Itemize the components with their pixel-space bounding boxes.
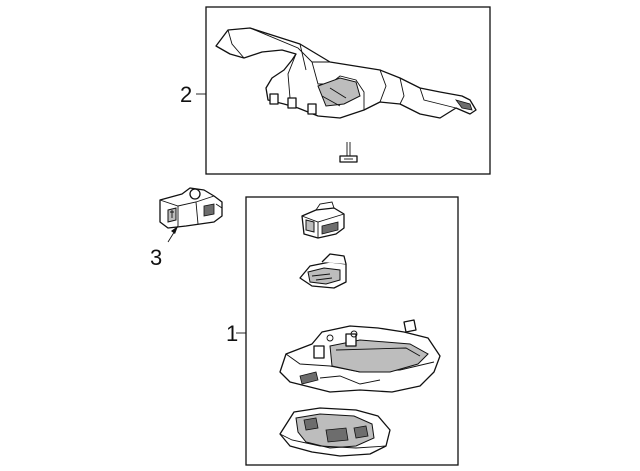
lower-bezel-drawing: [279, 407, 391, 457]
console-bracket-drawing: [215, 27, 477, 119]
console-housing-drawing: [279, 319, 441, 393]
lens-cover-drawing: [299, 253, 347, 289]
callout-1: 1: [226, 321, 238, 346]
callout-3: 3: [150, 245, 162, 270]
part-3-arrow-icon: [171, 226, 178, 234]
part-2-group-box: [205, 6, 491, 175]
part-3-sensor-drawing: [159, 187, 223, 229]
screw-drawing: [339, 142, 358, 163]
callout-2: 2: [180, 82, 192, 107]
part-1-group-box: [245, 196, 459, 466]
switch-module-drawing: [301, 201, 345, 239]
